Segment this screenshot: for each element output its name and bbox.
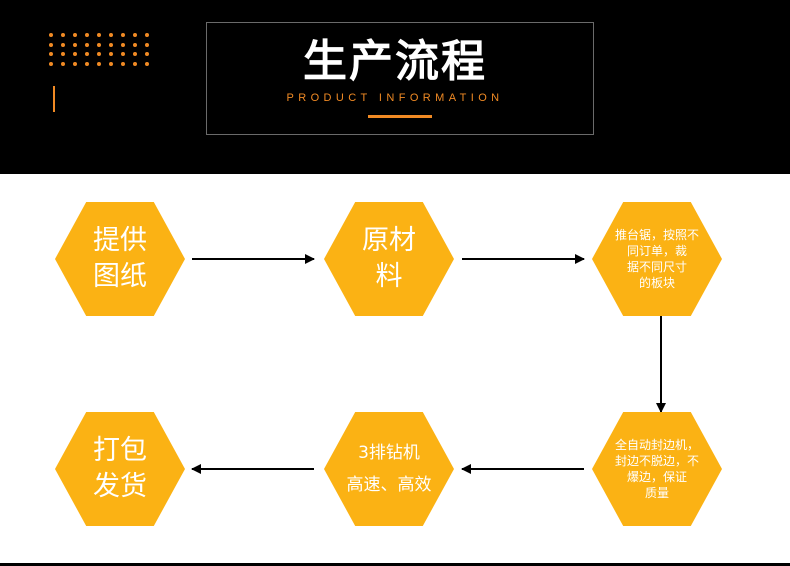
step-label-line: 推台锯，按照不 bbox=[614, 228, 699, 242]
step-label-line: 发货 bbox=[93, 471, 147, 502]
step-label-line: 提供 bbox=[93, 225, 147, 256]
step-label-line: 封边不脱边，不 bbox=[614, 454, 699, 468]
step-triple-row-drilling: 3排钻机 高速、高效 bbox=[324, 412, 454, 526]
step-label-line: 同订单，裁 bbox=[626, 244, 687, 258]
title-frame bbox=[206, 22, 594, 135]
title-underline bbox=[368, 115, 432, 118]
step-label-line: 高速、高效 bbox=[346, 475, 432, 495]
step-panel-saw-cutting: 推台锯，按照不 同订单，裁 据不同尺寸 的板块 bbox=[592, 202, 722, 316]
page-subtitle: PRODUCT INFORMATION bbox=[286, 92, 504, 104]
step-label-line: 爆边，保证 bbox=[626, 470, 687, 484]
page-title: 生产流程 bbox=[303, 36, 487, 87]
bottom-divider bbox=[0, 563, 790, 566]
step-label-line: 打包 bbox=[93, 435, 147, 466]
step-label-line: 料 bbox=[375, 261, 403, 292]
step-label-line: 质量 bbox=[644, 486, 669, 500]
step-provide-drawings: 提供 图纸 bbox=[55, 202, 185, 316]
dot-pattern-decoration bbox=[49, 33, 157, 71]
step-raw-materials: 原材 料 bbox=[324, 202, 454, 316]
step-pack-and-ship: 打包 发货 bbox=[55, 412, 185, 526]
accent-vertical-bar bbox=[53, 86, 55, 112]
header-banner: 生产流程 PRODUCT INFORMATION bbox=[0, 0, 790, 174]
step-label-line: 原材 bbox=[362, 225, 416, 256]
step-edge-banding: 全自动封边机， 封边不脱边，不 爆边，保证 质量 bbox=[592, 412, 722, 526]
step-label-line: 3排钻机 bbox=[358, 443, 420, 463]
step-label-line: 据不同尺寸 bbox=[626, 260, 687, 274]
step-label-line: 的板块 bbox=[638, 276, 675, 290]
step-label-line: 图纸 bbox=[93, 261, 147, 292]
step-label-line: 全自动封边机， bbox=[614, 438, 699, 452]
